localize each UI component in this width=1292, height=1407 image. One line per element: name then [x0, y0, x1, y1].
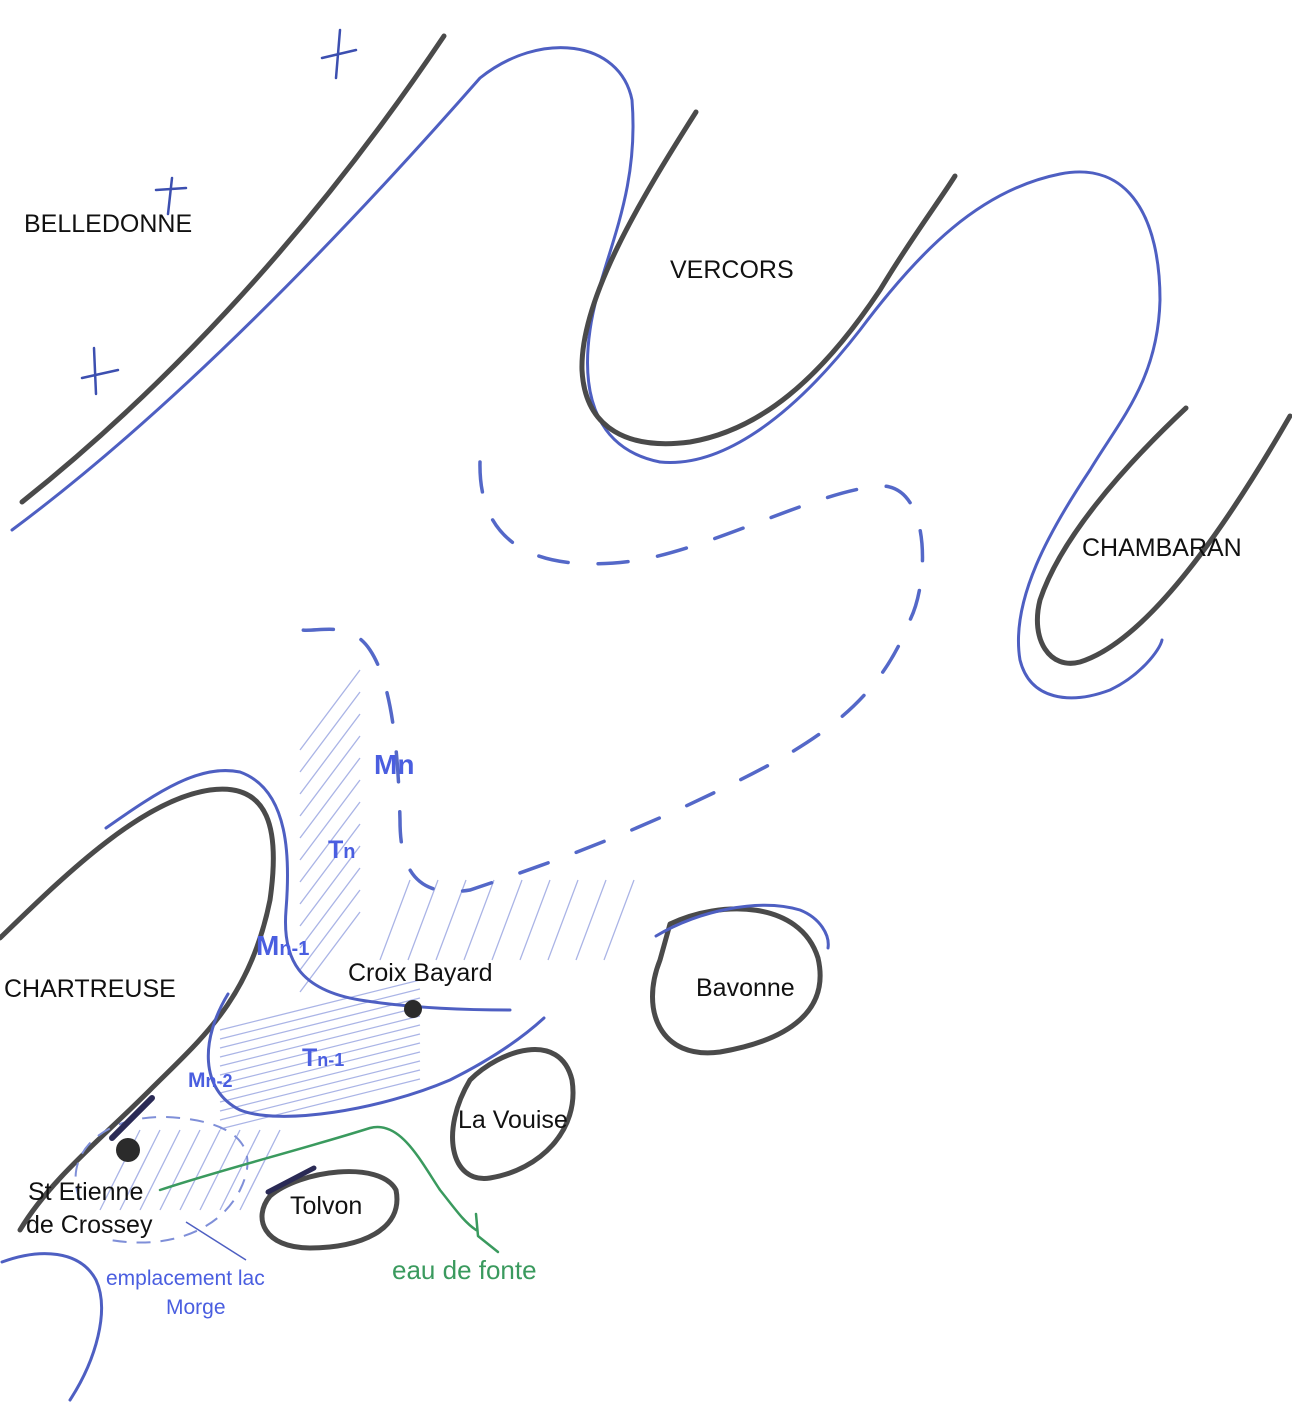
hatch-stroke [407, 879, 439, 961]
hatch-stroke [379, 879, 411, 961]
tolvon-hill [259, 1169, 400, 1251]
hatch-stroke [603, 879, 635, 961]
bavonne-moraine-line [654, 903, 830, 950]
chartreuse-relief-line [0, 786, 276, 1233]
meltwater-arrow-head [474, 1212, 500, 1254]
hatch-stroke [299, 735, 361, 817]
chartreuse-lower-arc [0, 1252, 103, 1402]
hatch-stroke [219, 997, 421, 1049]
hatch-stroke [491, 879, 523, 961]
label-belledonne: BELLEDONNE [24, 210, 192, 238]
hatch-stroke [219, 1033, 421, 1085]
belledonne-relief-line [19, 33, 447, 505]
hatch-stroke [299, 889, 361, 971]
hatch-stroke [219, 988, 421, 1040]
hatch-stroke [139, 1129, 181, 1211]
label-mn: Mn [374, 749, 414, 780]
hatch-stroke [119, 1129, 161, 1211]
label-bavonne: Bavonne [696, 974, 795, 1002]
hatch-stroke [219, 1129, 261, 1211]
hatch-stroke [299, 845, 361, 927]
label-tn-1: Tn-1 [302, 1044, 344, 1072]
hatch-stroke [299, 867, 361, 949]
hatch-stroke [299, 779, 361, 861]
hatch-stroke [219, 1024, 421, 1076]
belledonne-cross-marks [80, 28, 358, 396]
hatch-stroke [219, 1078, 421, 1130]
hatched-zone-tn-1 [219, 979, 421, 1130]
hatch-stroke [299, 911, 361, 993]
croix-bayard-dot [404, 1000, 422, 1018]
label-la-vouise: La Vouise [458, 1106, 568, 1134]
label-tn: Tn [328, 836, 356, 864]
label-lake-line-2: Morge [166, 1296, 226, 1319]
lake-leader-line [185, 1221, 247, 1261]
glacier-tongue-dashed-line [300, 460, 925, 894]
label-chambaran: CHAMBARAN [1082, 534, 1242, 562]
hatch-stroke [159, 1129, 201, 1211]
hatch-stroke [299, 823, 361, 905]
hatch-stroke [299, 713, 361, 795]
hatch-stroke [463, 879, 495, 961]
hatch-stroke [299, 691, 361, 773]
vercors-relief-line [579, 109, 958, 447]
hatch-stroke [575, 879, 607, 961]
hatched-zone-tn [299, 669, 635, 993]
moraine-mn-2-line [206, 992, 546, 1118]
hatch-stroke [219, 1015, 421, 1067]
hatch-stroke [219, 1051, 421, 1103]
st-etienne-ridge-mark [109, 1095, 155, 1141]
vercors-moraine-line [658, 170, 1162, 472]
hatch-stroke [299, 757, 361, 839]
hatch-stroke [435, 879, 467, 961]
hatch-stroke [219, 1042, 421, 1094]
label-croix-bayard: Croix Bayard [348, 959, 493, 987]
bavonne-hill [650, 906, 823, 1056]
hatched-zone-lake [99, 1129, 281, 1211]
label-st-etienne-line-1: St Etienne [28, 1178, 143, 1206]
label-st-etienne-line-2: de Crossey [26, 1211, 153, 1239]
belledonne-moraine-line [10, 46, 662, 532]
hatch-stroke [199, 1129, 241, 1211]
hatch-stroke [219, 1069, 421, 1121]
hatch-stroke [519, 879, 551, 961]
chartreuse-moraine-line-mn-1 [104, 769, 512, 1012]
hatch-stroke [179, 1129, 221, 1211]
hatch-stroke [299, 669, 361, 751]
label-lake-line-1: emplacement lac [106, 1267, 265, 1290]
chambaran-relief-line [1034, 405, 1292, 666]
tolvon-ridge-mark [265, 1165, 317, 1195]
meltwater-arrow-line [158, 1125, 478, 1232]
st-etienne-dot [116, 1138, 140, 1162]
hatch-stroke [219, 1060, 421, 1112]
hatch-stroke [239, 1129, 281, 1211]
hatch-stroke [299, 801, 361, 883]
chambaran-moraine-line [1017, 468, 1164, 700]
label-chartreuse: CHARTREUSE [4, 975, 176, 1003]
hatch-stroke [219, 1006, 421, 1058]
hatch-stroke [219, 979, 421, 1031]
la-vouise-hill [450, 1047, 576, 1181]
hatch-stroke [547, 879, 579, 961]
label-vercors: VERCORS [670, 256, 794, 284]
lake-morge-outline [74, 1116, 249, 1244]
label-mn-1: Mn-1 [256, 930, 309, 961]
label-mn-2: Mn-2 [188, 1069, 233, 1092]
label-meltwater: eau de fonte [392, 1255, 537, 1285]
label-tolvon: Tolvon [290, 1192, 362, 1220]
